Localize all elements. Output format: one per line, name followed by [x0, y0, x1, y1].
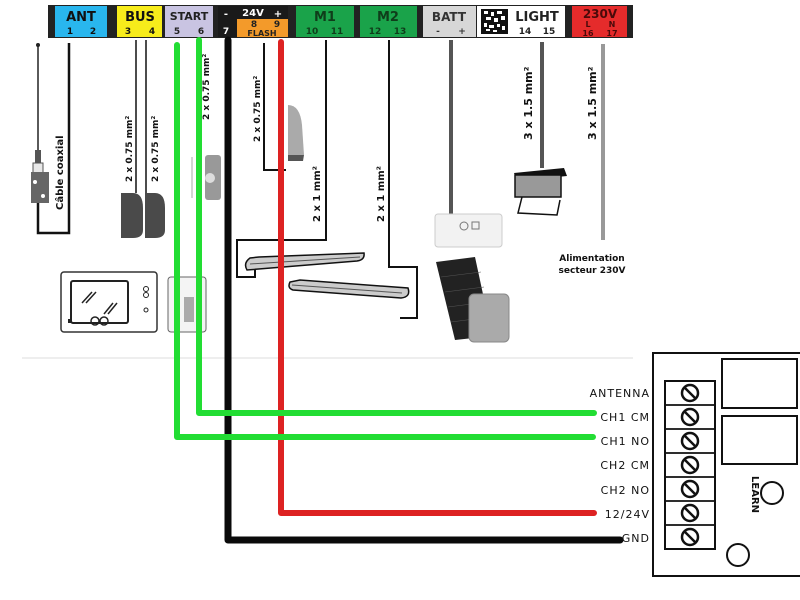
screw-terminal[interactable]: [664, 404, 716, 430]
battery-pack-icon: [434, 213, 503, 248]
coaxial-cable: [36, 43, 71, 235]
solar-battery-box-icon: [468, 293, 510, 343]
minus-sign: -: [224, 9, 228, 20]
terminal-block-ant-name: ANT: [66, 10, 96, 25]
pin-5: 5: [174, 27, 180, 37]
relay-1: [721, 358, 798, 409]
wires: [174, 36, 624, 544]
plus-sign: +: [274, 9, 282, 20]
terminal-block-light: LIGHT 14 15: [477, 6, 565, 37]
pin-l-label: L: [585, 20, 590, 29]
pin-11: 11: [331, 27, 344, 37]
terminal-block-m1-name: M1: [314, 10, 336, 25]
screw-terminal[interactable]: [664, 500, 716, 526]
pin-12: 12: [369, 27, 382, 37]
terminal-block-bus: BUS 3 4: [117, 6, 162, 37]
pin-3: 3: [125, 27, 131, 37]
terminal-block-m2: M2 12 13: [360, 6, 417, 37]
start-cable-label: 2 x 0.75 mm²: [202, 54, 212, 120]
intercom-monitor-device: [60, 271, 207, 333]
pin-1: 1: [67, 27, 73, 37]
screw-terminal[interactable]: [664, 428, 716, 454]
terminal-label-antenna: ANTENNA: [590, 387, 650, 400]
pin-13: 13: [394, 27, 407, 37]
pin-8: 8: [251, 20, 257, 30]
pin-4: 4: [149, 27, 155, 37]
terminal-block-start: START 5 6: [165, 6, 213, 37]
terminal-block-m2-name: M2: [377, 10, 399, 25]
terminal-block-bus-name: BUS: [125, 10, 155, 25]
terminal-block-230v: 230V L N 16 17: [572, 6, 627, 38]
motor-cables: 2 x 1 mm² 2 x 1 mm²: [236, 40, 418, 319]
led-indicator: [726, 543, 750, 567]
photocell-devices: 2 x 0.75 mm² 2 x 0.75 mm²: [121, 40, 165, 238]
pin-9: 9: [274, 20, 280, 30]
terminal-block-24v-name: 24V: [242, 8, 264, 19]
pin-10: 10: [306, 27, 319, 37]
terminal-block-light-name: LIGHT: [515, 10, 559, 25]
pin-7: 7: [223, 27, 229, 37]
pin-14: 14: [519, 27, 532, 37]
pin-n-label: N: [609, 20, 616, 29]
m2-cable-label: 2 x 1 mm²: [376, 166, 387, 222]
terminal-label-ch1-no: CH1 NO: [601, 435, 650, 448]
area-light-device: 3 x 1.5 mm²: [514, 42, 567, 216]
screw-terminal[interactable]: [664, 524, 716, 550]
flash-cable-label: 2 x 0.75 mm²: [253, 76, 263, 142]
terminal-block-batt-name: BATT: [432, 10, 467, 24]
learn-label: LEARN: [749, 476, 760, 513]
terminal-label-ch2-no: CH2 NO: [601, 484, 650, 497]
datamatrix-code-icon: [481, 9, 508, 34]
pin-2: 2: [90, 27, 96, 37]
mains-caption-line-1: Alimentation: [559, 254, 624, 264]
mains-supply: 3 x 1.5 mm² Alimentation secteur 230V: [559, 44, 626, 276]
ch1-cm-wire: [196, 37, 597, 416]
power-wire: [278, 39, 597, 516]
terminal-label-ch2-cm: CH2 CM: [600, 459, 650, 472]
pin-15: 15: [543, 27, 556, 37]
motor-arm-1-icon: [244, 252, 365, 271]
screw-terminal[interactable]: [664, 452, 716, 478]
terminal-label-ch1-cm: CH1 CM: [600, 411, 650, 424]
keypad-device: 2 x 0.75 mm²: [191, 54, 221, 200]
pin-6: 6: [198, 27, 204, 37]
coaxial-cable-label: Câble coaxial: [54, 135, 66, 210]
gnd-wire: [224, 36, 624, 544]
m1-cable-label: 2 x 1 mm²: [312, 166, 323, 222]
terminal-header: ANT 1 2 BUS 3 4 START 5 6 - 24V + 7 8: [48, 5, 633, 38]
learn-button[interactable]: [760, 481, 784, 505]
light-cable-label: 3 x 1.5 mm²: [522, 66, 535, 140]
antenna-device: Câble coaxial: [31, 43, 71, 235]
terminal-block-m1: M1 10 11: [296, 6, 354, 37]
pin-batt-plus: +: [458, 27, 466, 37]
mains-caption-line-2: secteur 230V: [559, 266, 626, 276]
flash-label: FLASH: [247, 29, 276, 38]
bus-cable-label-2: 2 x 0.75 mm²: [151, 116, 161, 182]
terminal-label-gnd: GND: [622, 532, 650, 545]
photocell-icon: [121, 193, 143, 238]
receiver-board: LEARN: [652, 352, 800, 577]
pin-batt-minus: -: [436, 27, 440, 37]
receiver-terminal-labels: ANTENNA CH1 CM CH1 NO CH2 CM CH2 NO 12/2…: [590, 387, 650, 545]
terminal-block-batt: BATT - +: [423, 6, 476, 37]
terminal-block-24v-flash: - 24V + 7 8 9 FLASH: [218, 6, 288, 38]
terminal-block-ant: ANT 1 2: [55, 6, 107, 37]
bus-cable-label-1: 2 x 0.75 mm²: [125, 116, 135, 182]
terminal-label-12-24v: 12/24V: [605, 508, 650, 521]
terminal-block-230v-name: 230V: [583, 7, 618, 21]
screw-terminal[interactable]: [664, 380, 716, 406]
photocell-icon: [145, 193, 165, 238]
terminal-block-start-name: START: [170, 10, 209, 23]
battery-solar-device: [434, 40, 510, 343]
ch1-no-wire: [174, 42, 596, 440]
relay-2: [721, 415, 798, 465]
mains-cable-label: 3 x 1.5 mm²: [586, 66, 599, 140]
pin-17: 17: [606, 29, 617, 38]
motor-arm-2-icon: [288, 279, 410, 299]
pin-16: 16: [582, 29, 594, 38]
